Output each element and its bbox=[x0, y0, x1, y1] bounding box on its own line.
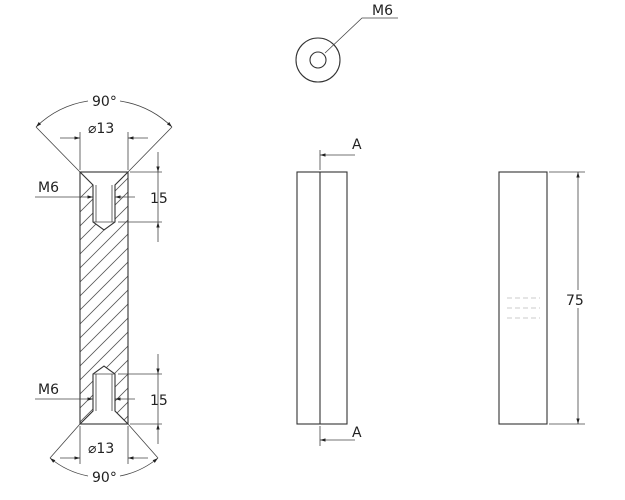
top-view: M6 bbox=[295, 3, 398, 83]
section-view: ⌀13 90° 15 M6 ⌀13 90° 15 M6 bbox=[35, 94, 173, 486]
hatch-line bbox=[80, 233, 128, 283]
front-view: A A bbox=[296, 137, 362, 446]
hatch-line bbox=[80, 219, 128, 269]
side-body bbox=[498, 171, 548, 425]
hatch-line bbox=[80, 331, 128, 381]
side-view: 75 bbox=[498, 171, 585, 425]
hatch-line bbox=[80, 261, 128, 311]
hatch-line bbox=[80, 303, 128, 353]
bottom-thread-label: M6 bbox=[38, 382, 59, 398]
top-thread-label: M6 bbox=[372, 3, 393, 19]
hatch-line bbox=[80, 317, 128, 367]
bottom-depth-label: 15 bbox=[150, 393, 168, 409]
length-label: 75 bbox=[566, 293, 584, 309]
section-body bbox=[79, 171, 129, 425]
hatch-line bbox=[80, 275, 128, 325]
hatch-line bbox=[80, 247, 128, 297]
top-thread-label: M6 bbox=[38, 180, 59, 196]
section-label-bottom: A bbox=[352, 425, 362, 441]
top-diameter-label: ⌀13 bbox=[88, 121, 114, 137]
front-body bbox=[296, 171, 348, 425]
thread-circle bbox=[309, 51, 327, 69]
section-label-top: A bbox=[352, 137, 362, 153]
outer-circle bbox=[295, 37, 341, 83]
thread-leader bbox=[324, 17, 398, 54]
bottom-hole bbox=[79, 365, 129, 425]
bottom-angle-label: 90° bbox=[92, 470, 117, 486]
top-hole bbox=[79, 171, 129, 231]
bottom-diameter-label: ⌀13 bbox=[88, 441, 114, 457]
hatch-line bbox=[105, 401, 128, 424]
hatch-line bbox=[80, 289, 128, 339]
top-angle-label: 90° bbox=[92, 94, 117, 110]
top-depth-label: 15 bbox=[150, 191, 168, 207]
